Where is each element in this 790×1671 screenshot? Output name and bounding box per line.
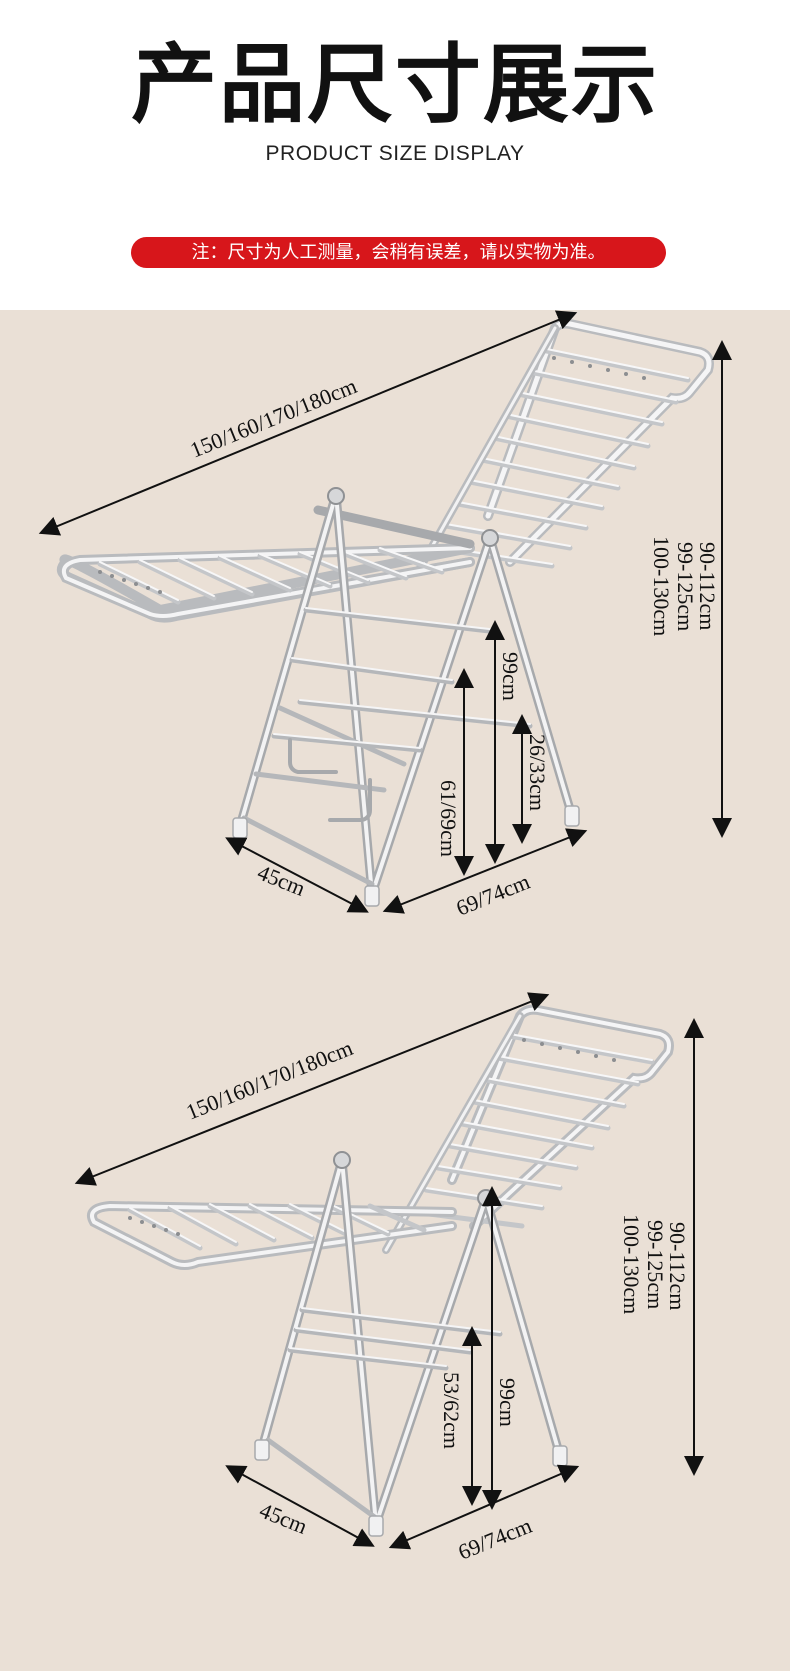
drying-rack-top: 150/160/170/180cm 90-112cm 99-125cm 100-… <box>38 310 732 921</box>
mid-height-label: 99cm <box>498 652 523 701</box>
height-label-1-bottom: 90-112cm <box>665 1222 690 1310</box>
width-label: 69/74cm <box>453 869 534 921</box>
lower-height-label: 61/69cm <box>436 780 461 857</box>
product-illustration: 150/160/170/180cm 90-112cm 99-125cm 100-… <box>38 310 732 1565</box>
left-wing-frame-bottom <box>87 1038 616 1270</box>
lower-height-label-bottom: 53/62cm <box>439 1372 464 1449</box>
page-subtitle: PRODUCT SIZE DISPLAY <box>265 142 525 165</box>
right-wing-frame <box>416 318 714 572</box>
drying-rack-bottom: 150/160/170/180cm 90-112cm 99-125cm 100-… <box>74 992 704 1565</box>
header: 产品尺寸展示 PRODUCT SIZE DISPLAY 注：尺寸为人工测量，会稍… <box>0 0 790 310</box>
length-label: 150/160/170/180cm <box>187 373 361 463</box>
height-label-3: 100-130cm <box>649 536 674 636</box>
left-wing-frame <box>56 356 646 623</box>
depth-label: 45cm <box>254 859 309 900</box>
width-label-bottom: 69/74cm <box>455 1513 536 1565</box>
height-label-2: 99-125cm <box>673 542 698 631</box>
product-panel: 150/160/170/180cm 90-112cm 99-125cm 100-… <box>0 310 790 1671</box>
page-title: 产品尺寸展示 <box>131 35 659 135</box>
height-label-1: 90-112cm <box>695 542 720 630</box>
length-label-bottom: 150/160/170/180cm <box>183 1035 357 1125</box>
shelf-gap-label: 26/33cm <box>525 734 550 811</box>
height-label-2-bottom: 99-125cm <box>643 1220 668 1309</box>
dimension-lines-bottom <box>74 992 704 1550</box>
height-label-3-bottom: 100-130cm <box>619 1214 644 1314</box>
dimension-lines-top <box>38 310 732 914</box>
depth-label-bottom: 45cm <box>256 1497 311 1538</box>
notice-banner: 注：尺寸为人工测量，会稍有误差，请以实物为准。 <box>131 237 666 268</box>
mid-height-label-bottom: 99cm <box>495 1378 520 1427</box>
